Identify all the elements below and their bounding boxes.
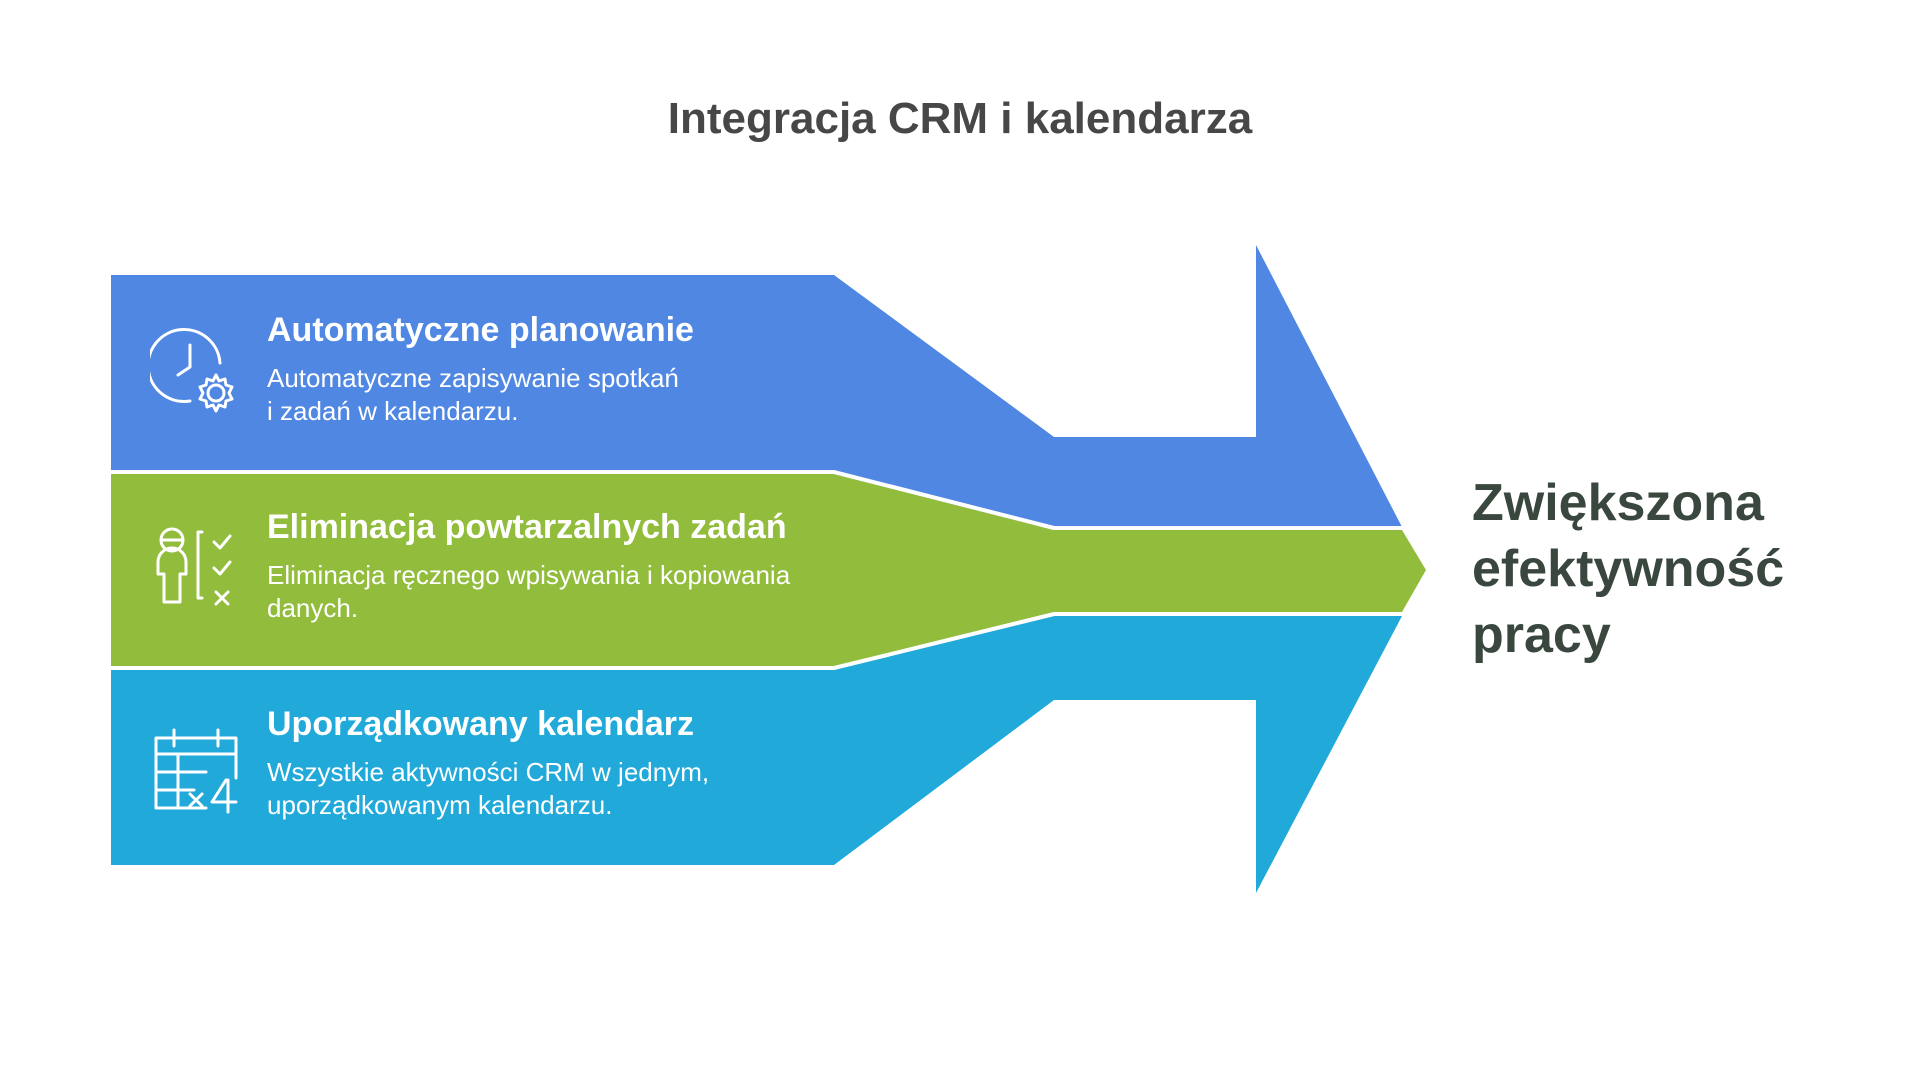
- result-line: Zwiększona: [1472, 474, 1764, 532]
- band-repetitive-tasks: Eliminacja powtarzalnych zadań Eliminacj…: [267, 507, 887, 625]
- band-description: Automatyczne zapisywanie spotkań i zadań…: [267, 363, 679, 426]
- band-organized-calendar-shape: [111, 616, 1402, 893]
- person-checklist-icon: [156, 527, 232, 606]
- band-organized-calendar: Uporządkowany kalendarz Wszystkie aktywn…: [267, 704, 887, 822]
- diagram-title: Integracja CRM i kalendarza: [667, 94, 1253, 143]
- result-line: efektywność: [1472, 540, 1785, 598]
- band-automatic-planning: Automatyczne planowanie Automatyczne zap…: [267, 310, 887, 428]
- result-label: Zwiększona efektywność pracy: [1472, 470, 1852, 668]
- calendar-grid-icon: [154, 728, 238, 814]
- band-description: Wszystkie aktywności CRM w jednym, uporz…: [267, 757, 710, 820]
- band-heading: Automatyczne planowanie: [267, 311, 694, 349]
- clock-gear-icon: [150, 327, 234, 413]
- band-automatic-planning-shape: [111, 245, 1402, 527]
- result-line: pracy: [1472, 606, 1611, 664]
- band-heading: Uporządkowany kalendarz: [267, 705, 695, 743]
- band-repetitive-tasks-shape: [111, 474, 1426, 667]
- band-heading: Eliminacja powtarzalnych zadań: [267, 508, 787, 546]
- band-description: Eliminacja ręcznego wpisywania i kopiowa…: [267, 560, 791, 623]
